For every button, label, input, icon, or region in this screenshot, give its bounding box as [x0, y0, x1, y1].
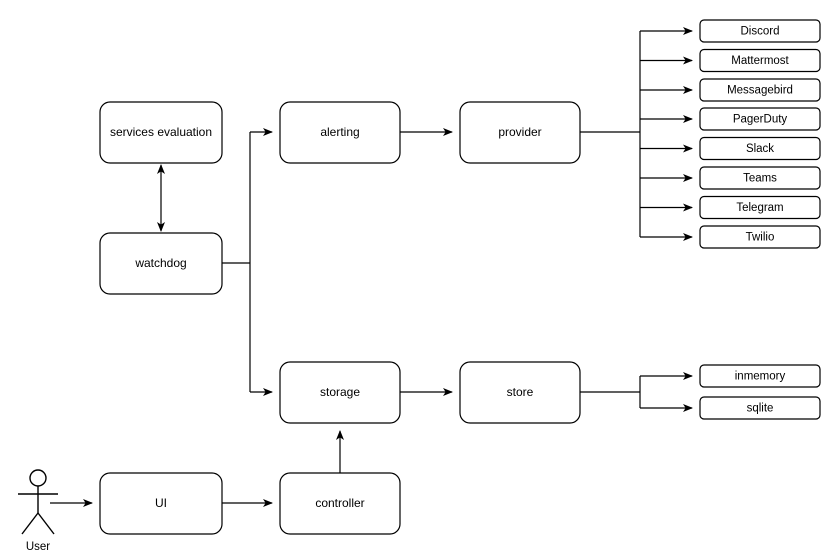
leaf-node-inmemory-shape[interactable] [699, 364, 821, 388]
leaf-node-telegram-label: Telegram [736, 202, 783, 214]
leaf-node-messagebird-shape[interactable] [699, 78, 821, 102]
node-controller[interactable]: controller [279, 472, 401, 535]
leaf-node-pagerduty[interactable]: PagerDuty [699, 107, 821, 131]
node-storage[interactable]: storage [279, 361, 401, 424]
user-leg-left-icon [21, 512, 39, 535]
node-provider-label: provider [498, 125, 541, 139]
leaf-node-teams-label: Teams [743, 173, 777, 185]
leaf-node-mattermost-shape[interactable] [699, 48, 821, 73]
store-leaf-list: inmemory sqlite [699, 364, 821, 420]
node-controller-shape[interactable] [279, 472, 401, 535]
node-storage-label: storage [320, 385, 360, 399]
actor-user-label: User [26, 541, 50, 553]
node-services-evaluation-shape[interactable] [99, 101, 223, 164]
node-store[interactable]: store [459, 361, 581, 424]
node-provider-shape[interactable] [459, 101, 581, 164]
provider-leaf-list: Discord Mattermost Messagebird PagerDuty… [699, 19, 821, 249]
node-controller-label: controller [315, 496, 364, 510]
node-ui-shape[interactable] [99, 472, 223, 535]
leaf-node-twilio-shape[interactable] [699, 225, 821, 249]
node-alerting-label: alerting [320, 125, 359, 139]
node-services-evaluation[interactable]: services evaluation [99, 101, 223, 164]
leaf-node-discord-label: Discord [741, 26, 780, 38]
node-provider[interactable]: provider [459, 101, 581, 164]
leaf-node-mattermost-label: Mattermost [731, 55, 789, 67]
leaf-node-slack[interactable]: Slack [699, 136, 821, 161]
leaf-node-teams-shape[interactable] [699, 166, 821, 190]
leaf-node-inmemory[interactable]: inmemory [699, 364, 821, 388]
leaf-node-sqlite[interactable]: sqlite [699, 396, 821, 420]
node-watchdog-label: watchdog [134, 256, 186, 270]
leaf-node-sqlite-label: sqlite [747, 403, 774, 415]
leaf-node-messagebird-label: Messagebird [727, 85, 793, 97]
leaf-node-slack-shape[interactable] [699, 136, 821, 161]
leaf-node-twilio-label: Twilio [746, 232, 775, 244]
node-services-evaluation-label: services evaluation [110, 125, 212, 139]
node-alerting[interactable]: alerting [279, 101, 401, 164]
node-ui[interactable]: UI [99, 472, 223, 535]
leaf-node-pagerduty-shape[interactable] [699, 107, 821, 131]
leaf-node-sqlite-shape[interactable] [699, 396, 821, 420]
node-watchdog-shape[interactable] [99, 232, 223, 295]
leaf-node-slack-label: Slack [746, 143, 774, 155]
leaf-node-telegram-shape[interactable] [699, 195, 821, 220]
actor-user: User [18, 469, 58, 553]
leaf-node-pagerduty-label: PagerDuty [733, 114, 788, 126]
leaf-node-twilio[interactable]: Twilio [699, 225, 821, 249]
leaf-node-discord[interactable]: Discord [699, 19, 821, 43]
node-store-shape[interactable] [459, 361, 581, 424]
user-leg-right-icon [37, 512, 55, 535]
node-ui-label: UI [155, 496, 167, 510]
leaf-node-inmemory-label: inmemory [735, 371, 786, 383]
leaf-node-mattermost[interactable]: Mattermost [699, 48, 821, 73]
node-storage-shape[interactable] [279, 361, 401, 424]
node-store-label: store [507, 385, 534, 399]
leaf-node-teams[interactable]: Teams [699, 166, 821, 190]
leaf-node-telegram[interactable]: Telegram [699, 195, 821, 220]
leaf-node-messagebird[interactable]: Messagebird [699, 78, 821, 102]
user-head-icon [29, 469, 47, 487]
leaf-node-discord-shape[interactable] [699, 19, 821, 43]
node-alerting-shape[interactable] [279, 101, 401, 164]
node-watchdog[interactable]: watchdog [99, 232, 223, 295]
